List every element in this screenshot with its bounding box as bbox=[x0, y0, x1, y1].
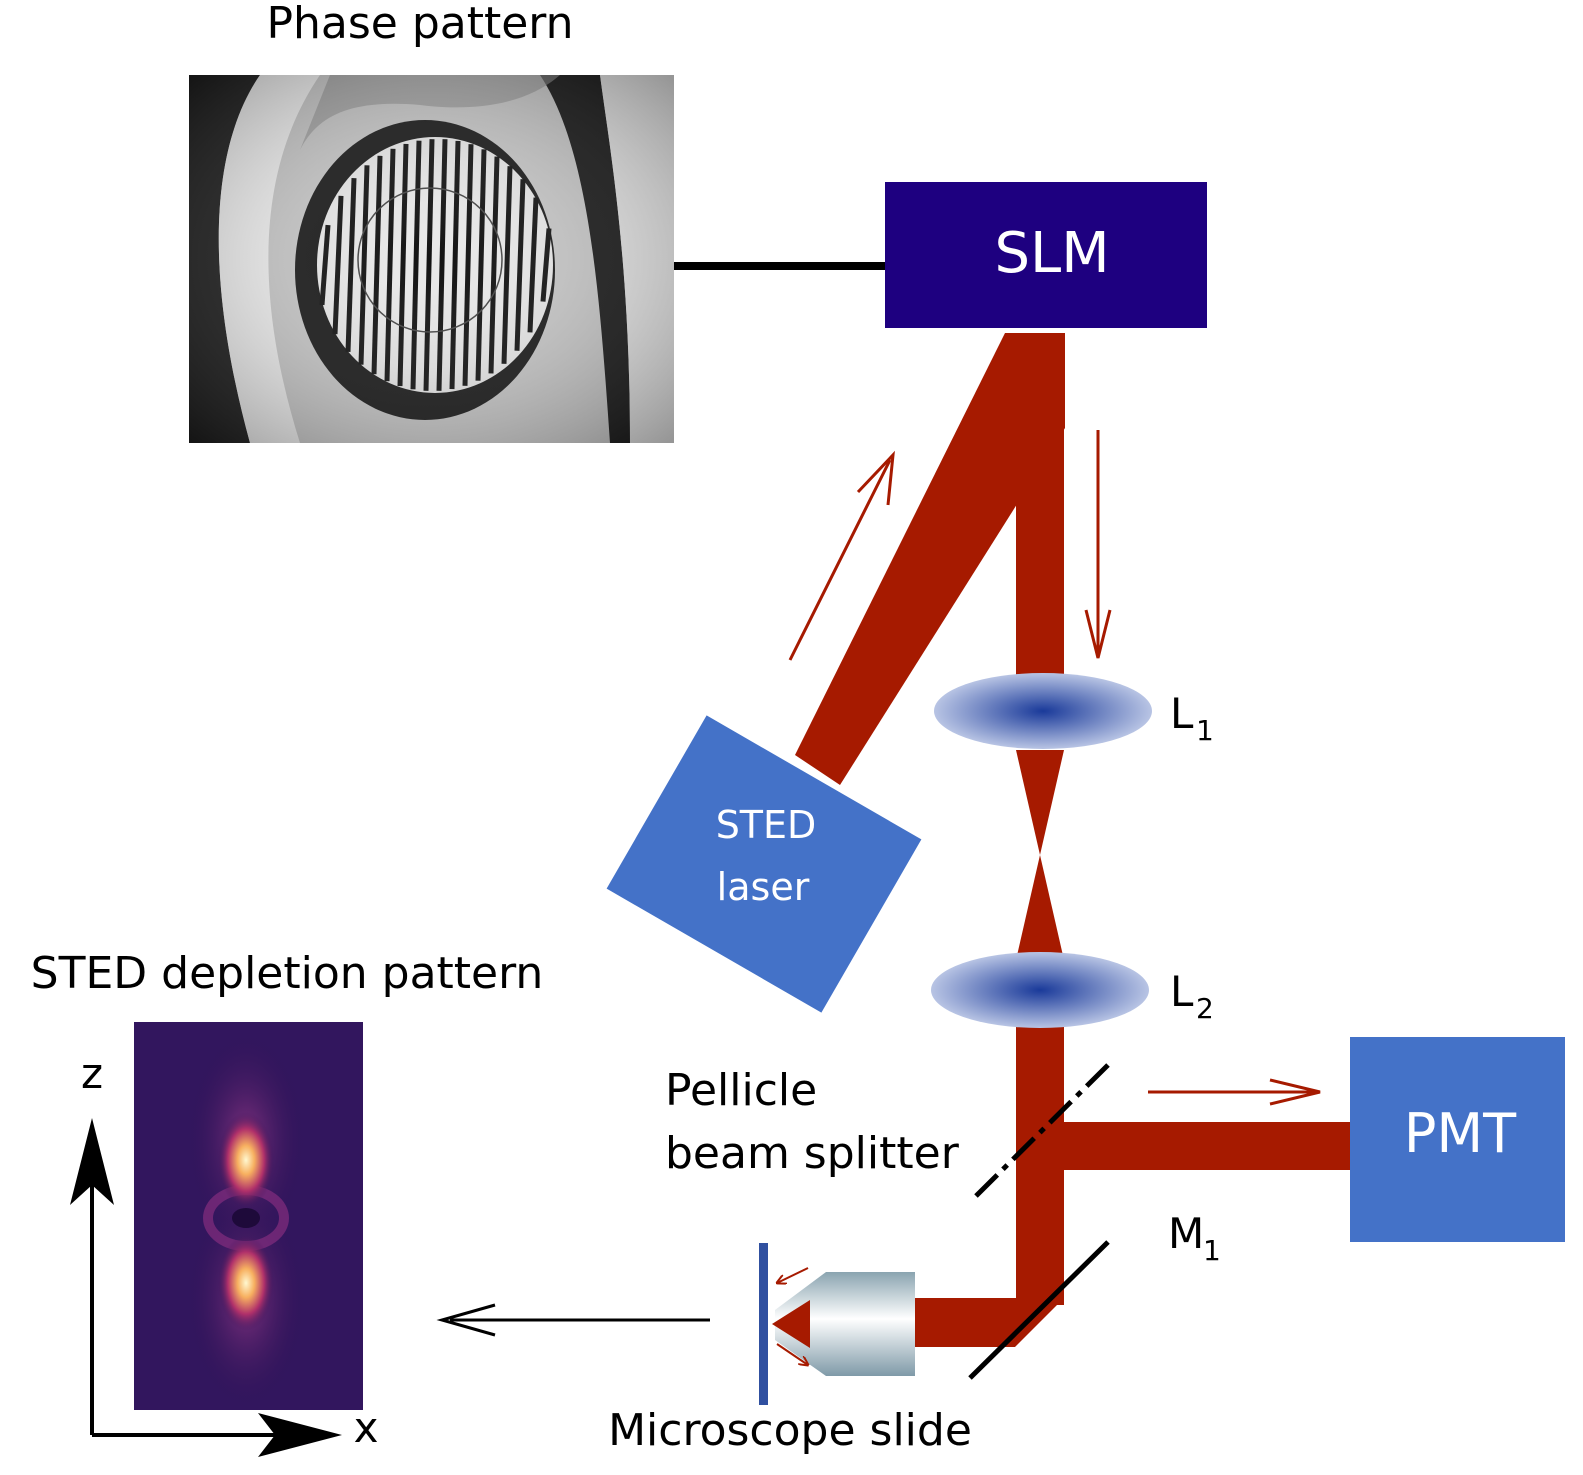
slide-arrow-in bbox=[777, 1267, 809, 1283]
beam-slm-to-l1 bbox=[1016, 428, 1064, 676]
mirror-label: M bbox=[1168, 1209, 1204, 1258]
sted-laser-label-line2: laser bbox=[717, 865, 810, 909]
beam-focus-bottom bbox=[1016, 855, 1064, 960]
beam-laser-to-slm bbox=[795, 333, 1065, 785]
lens-l2-subscript: 2 bbox=[1196, 992, 1214, 1025]
beam-to-pmt bbox=[1064, 1122, 1354, 1170]
pellicle-label-line2: beam splitter bbox=[665, 1128, 960, 1179]
microscope-slide-label: Microscope slide bbox=[608, 1405, 972, 1456]
beam-focus-top bbox=[1016, 750, 1064, 855]
beam-l2-to-mirror bbox=[1016, 1020, 1064, 1305]
sted-laser-box bbox=[606, 715, 922, 1013]
axis-z-label: z bbox=[81, 1049, 103, 1098]
depletion-pattern-image bbox=[134, 1022, 363, 1410]
slm-label: SLM bbox=[994, 221, 1109, 286]
pellicle-label-line1: Pellicle bbox=[665, 1065, 817, 1116]
mirror-icon bbox=[968, 1240, 1110, 1380]
arrow-up-to-slm bbox=[788, 459, 892, 661]
depletion-pattern-label: STED depletion pattern bbox=[31, 948, 544, 999]
mirror-subscript: 1 bbox=[1203, 1234, 1221, 1267]
objective-lens-icon bbox=[772, 1272, 915, 1376]
arrow-to-depletion-head bbox=[436, 1303, 496, 1337]
laser-beam bbox=[795, 333, 1354, 1347]
axis-z-arrowhead bbox=[70, 1118, 114, 1205]
direction-arrows bbox=[788, 430, 1321, 1106]
lens-l1-subscript: 1 bbox=[1196, 714, 1214, 747]
phase-image-shading bbox=[189, 75, 674, 443]
pmt-box bbox=[1350, 1037, 1565, 1242]
axis-x-arrowhead bbox=[258, 1413, 342, 1457]
beam-splitter-icon bbox=[970, 1063, 1110, 1202]
axis-x-label: x bbox=[354, 1403, 379, 1452]
arrow-down-head bbox=[1084, 609, 1112, 659]
lens-l1-label: L bbox=[1170, 689, 1194, 738]
phase-pattern-label: Phase pattern bbox=[266, 0, 573, 49]
lens-l1 bbox=[934, 673, 1152, 749]
pmt-label: PMT bbox=[1404, 1102, 1517, 1165]
slm-box bbox=[885, 182, 1207, 328]
microscope-slide-icon bbox=[759, 1243, 768, 1405]
arrow-to-pmt-head bbox=[1269, 1078, 1321, 1106]
lens-l2-label: L bbox=[1170, 967, 1194, 1016]
beam-to-objective bbox=[915, 1298, 1064, 1347]
lens-l2 bbox=[931, 952, 1149, 1028]
sted-laser-label-line1: STED bbox=[716, 803, 817, 847]
slide-arrow-out bbox=[776, 1343, 808, 1365]
arrow-up-head bbox=[856, 450, 895, 506]
